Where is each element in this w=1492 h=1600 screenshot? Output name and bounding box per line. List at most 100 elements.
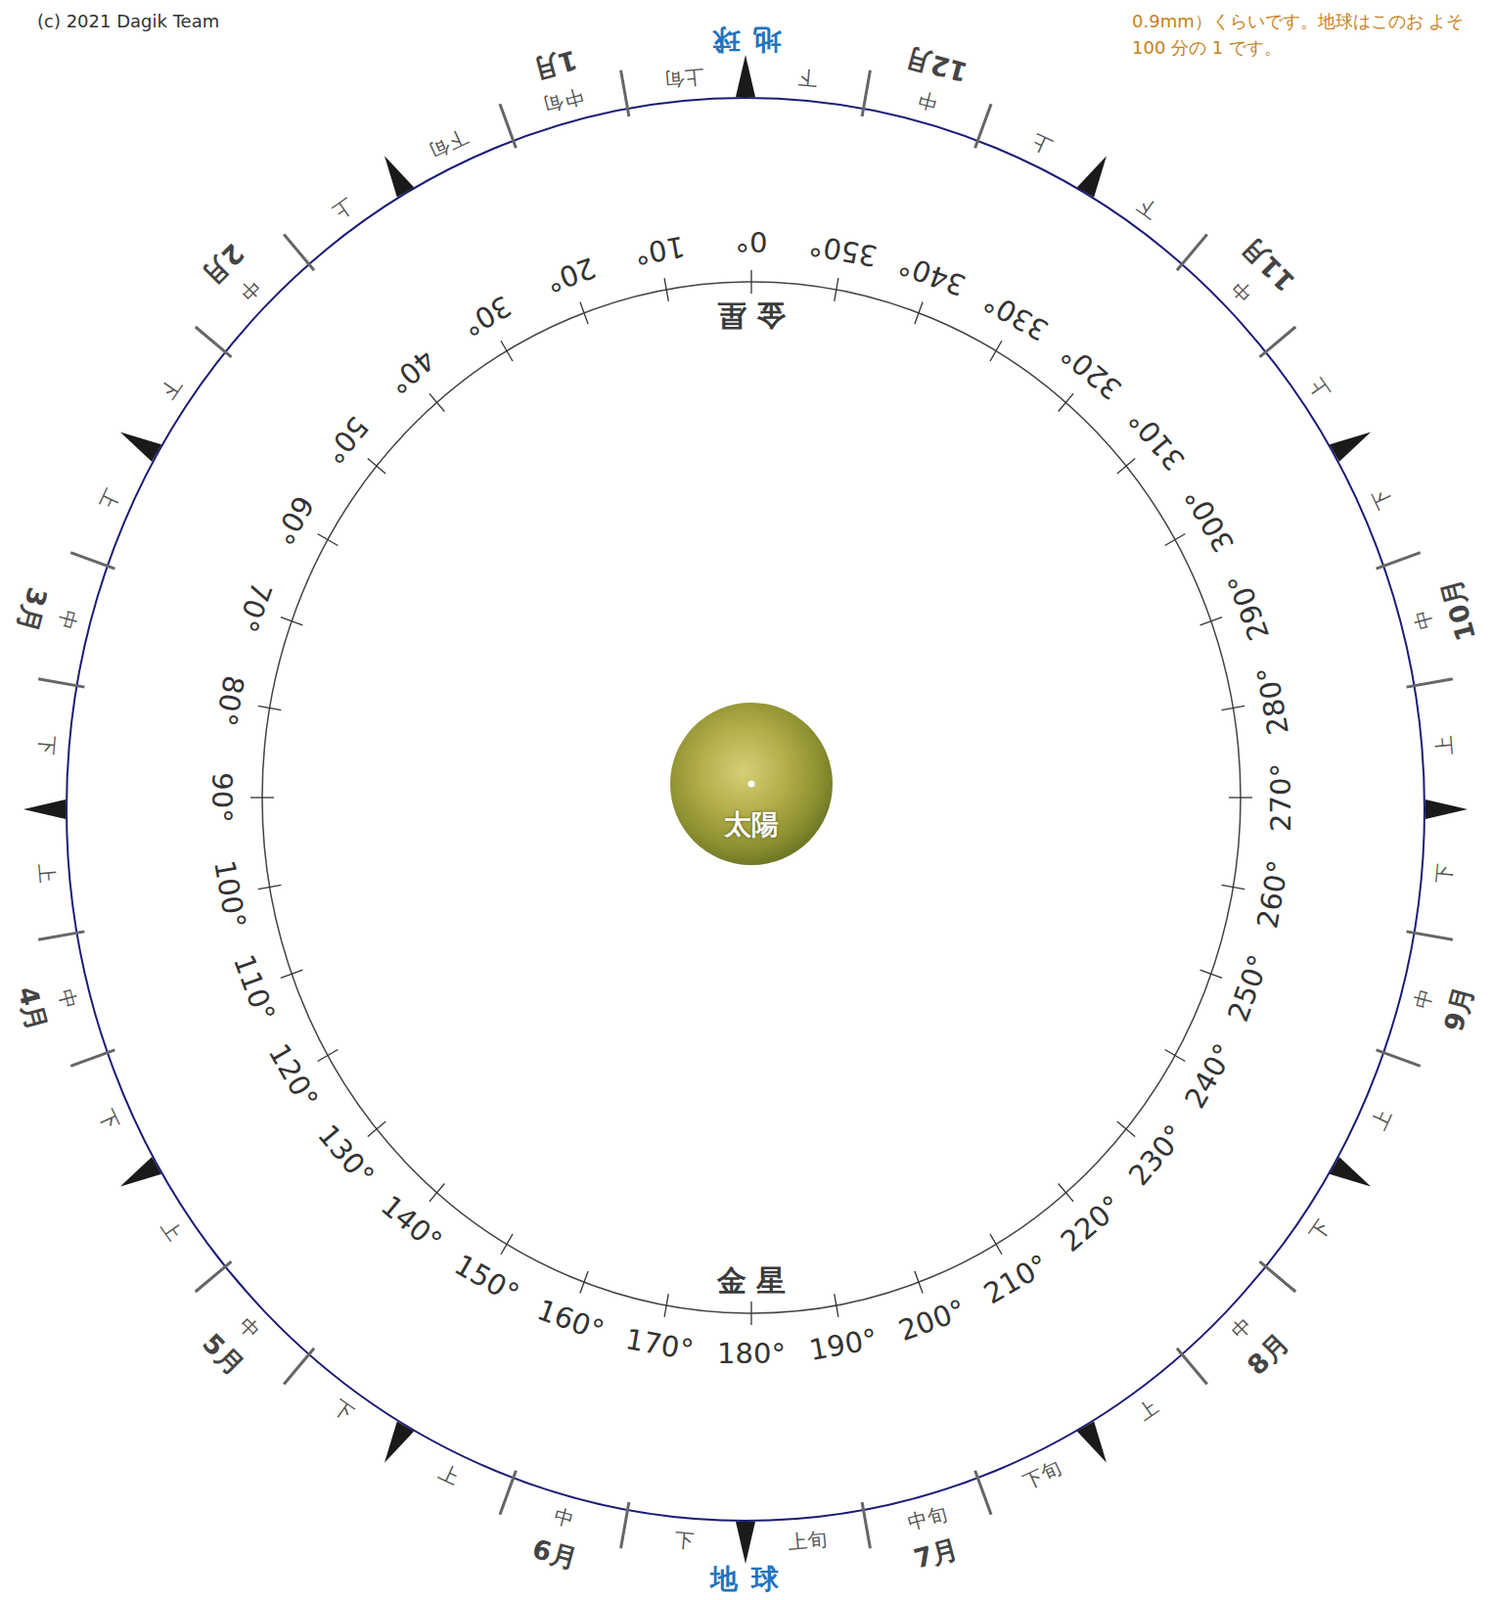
degree-tick [1117,1121,1135,1136]
degree-label: 270° [1265,763,1298,832]
venus-orbit [262,281,1241,1313]
degree-label: 120° [261,1038,323,1113]
degree-tick [317,534,339,546]
degree-label: 190° [807,1324,880,1368]
decade-label: 中 [54,987,81,1012]
degree-label: 330° [979,284,1054,347]
degree-tick [750,270,752,294]
degree-label: 170° [623,1324,696,1368]
degree-tick [500,340,513,362]
date-tick [975,1470,992,1515]
copyright-notice: (c) 2021 Dagik Team [37,11,220,32]
degree-tick [1058,1183,1074,1202]
degree-tick [834,1293,839,1317]
month-pointer [1329,432,1371,462]
decade-label: 上 [1133,1396,1163,1425]
sun-label: 太陽 [670,810,833,841]
month-label: 6月 [529,1534,581,1575]
degree-label: 20° [541,251,599,299]
degree-label: 200° [895,1294,971,1348]
degree-label: 100° [207,858,251,931]
decade-label: 下 [95,1105,124,1132]
degree-tick [280,617,304,626]
degree-label: 60° [266,489,318,548]
month-pointer [120,432,162,462]
degree-tick [914,302,923,325]
decade-label: 中 [1409,987,1436,1012]
month-pointer [1077,1421,1107,1463]
date-tick [1260,1261,1297,1292]
month-label: 10月 [1437,575,1482,644]
decade-label: 上 [1306,373,1335,403]
degree-label: 340° [895,247,971,301]
sun-center-dot [748,780,756,788]
month-pointer [1329,1156,1371,1186]
degree-tick [990,1233,1002,1255]
date-tick [1406,931,1453,940]
degree-tick [990,340,1002,362]
month-pointer [1425,799,1468,819]
date-tick [861,70,870,117]
month-label: 5月 [196,1327,249,1380]
degree-label: 230° [1124,1119,1192,1192]
decade-label: 下 [1306,1216,1335,1245]
decade-label: 下旬 [426,126,472,163]
degree-tick [429,393,445,411]
earth-label: 地 球 [710,1564,781,1595]
month-pointer [735,54,756,97]
decade-label: 上 [1367,1105,1396,1132]
degree-label: 50° [316,409,373,469]
degree-tick [914,1270,923,1294]
degree-tick [580,302,588,325]
decade-label: 下 [328,1396,358,1425]
degree-tick [750,1301,752,1325]
date-tick [70,552,115,569]
degree-label: 310° [1124,403,1192,476]
degree-label: 220° [1055,1189,1129,1258]
decade-label: 上 [95,485,124,512]
degree-label: 110° [226,949,280,1026]
date-tick [1260,326,1297,358]
month-pointer [735,1521,756,1564]
tick-group [23,54,1468,1564]
degree-label: 320° [1055,336,1129,405]
date-tick [70,1049,115,1066]
date-tick [1176,233,1208,271]
decade-label: 中 [1409,606,1436,632]
decade-label: 下旬 [1019,1455,1065,1492]
month-pointer [384,155,414,197]
month-pointer [120,1156,162,1186]
degree-tick [664,1293,669,1317]
date-tick [1376,552,1421,569]
decade-label: 下 [1432,861,1456,884]
degree-label: 150° [449,1249,524,1312]
earth-orbit [66,97,1425,1521]
date-tick [195,1261,232,1292]
month-label: 1月 [529,45,581,86]
degree-tick [250,796,274,798]
decade-label: 下 [1133,193,1163,223]
date-tick [38,931,85,940]
month-pointer [384,1421,414,1463]
decade-label: 中 [234,1312,265,1343]
degree-tick [258,705,282,710]
decade-label: 上旬 [786,1527,828,1552]
date-tick [1176,1348,1208,1385]
degree-tick [500,1233,513,1255]
decade-label: 中旬 [542,85,586,117]
decade-label: 上 [1028,130,1055,158]
degree-tick [1117,458,1135,474]
decade-label: 上旬 [664,65,706,91]
decade-label: 中 [551,1504,577,1531]
degree-label: 240° [1179,1038,1242,1113]
date-tick [1376,1049,1421,1066]
degree-label: 70° [229,578,277,636]
sun-node: 太陽 [670,702,833,865]
decade-label: 中旬 [904,1502,949,1535]
decade-label: 上 [156,1216,185,1245]
date-tick [499,1470,516,1515]
decade-label: 中 [234,275,265,306]
decade-label: 中 [1226,1312,1257,1343]
degree-label: 80° [209,673,249,728]
